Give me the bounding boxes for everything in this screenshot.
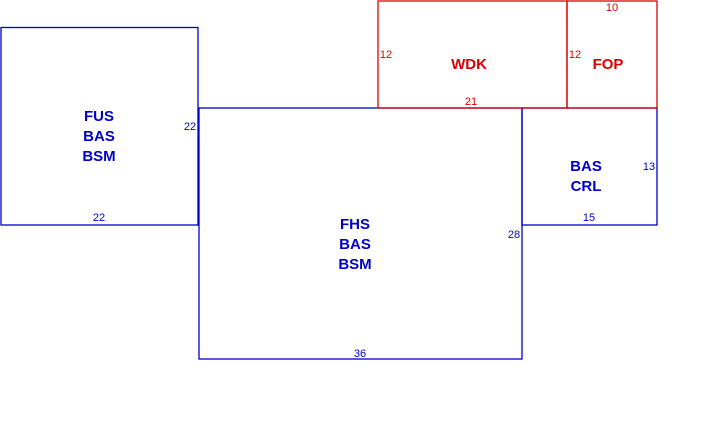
area-fhs-bas-bsm[interactable]: FHS BAS BSM 28 36 [198, 107, 523, 360]
dimension-side: 28 [508, 229, 520, 241]
area-code-crl: CRL [571, 178, 602, 195]
area-code-bsm: BSM [82, 148, 115, 165]
area-code-wdk: WDK [451, 56, 487, 73]
area-code-bas: BAS [83, 128, 115, 145]
area-code-fhs: FHS [340, 216, 370, 233]
area-code-bas: BAS [339, 236, 371, 253]
area-outline [566, 0, 658, 109]
dimension-side: 22 [184, 121, 196, 133]
area-fus-bas-bsm[interactable]: FUS BAS BSM 22 22 [0, 26, 199, 226]
dimension-bottom: 15 [583, 212, 595, 224]
area-code-fus: FUS [84, 108, 114, 125]
dimension-side: 12 [569, 49, 581, 61]
dimension-bottom: 22 [93, 212, 105, 224]
area-code-bsm: BSM [338, 256, 371, 273]
area-outline [198, 107, 523, 360]
dimension-bottom: 36 [354, 348, 366, 360]
dimension-top: 10 [606, 2, 618, 14]
dimension-side: 12 [380, 49, 392, 61]
dimension-side: 13 [643, 161, 655, 173]
area-bas-crl[interactable]: BAS CRL 13 15 [521, 107, 658, 226]
area-fop[interactable]: FOP 12 10 [566, 0, 658, 109]
dimension-bottom: 21 [465, 96, 477, 108]
area-code-bas: BAS [570, 158, 602, 175]
area-code-fop: FOP [593, 56, 624, 73]
area-outline [0, 26, 199, 226]
area-wdk[interactable]: WDK 12 21 [377, 0, 568, 109]
area-outline [377, 0, 568, 109]
